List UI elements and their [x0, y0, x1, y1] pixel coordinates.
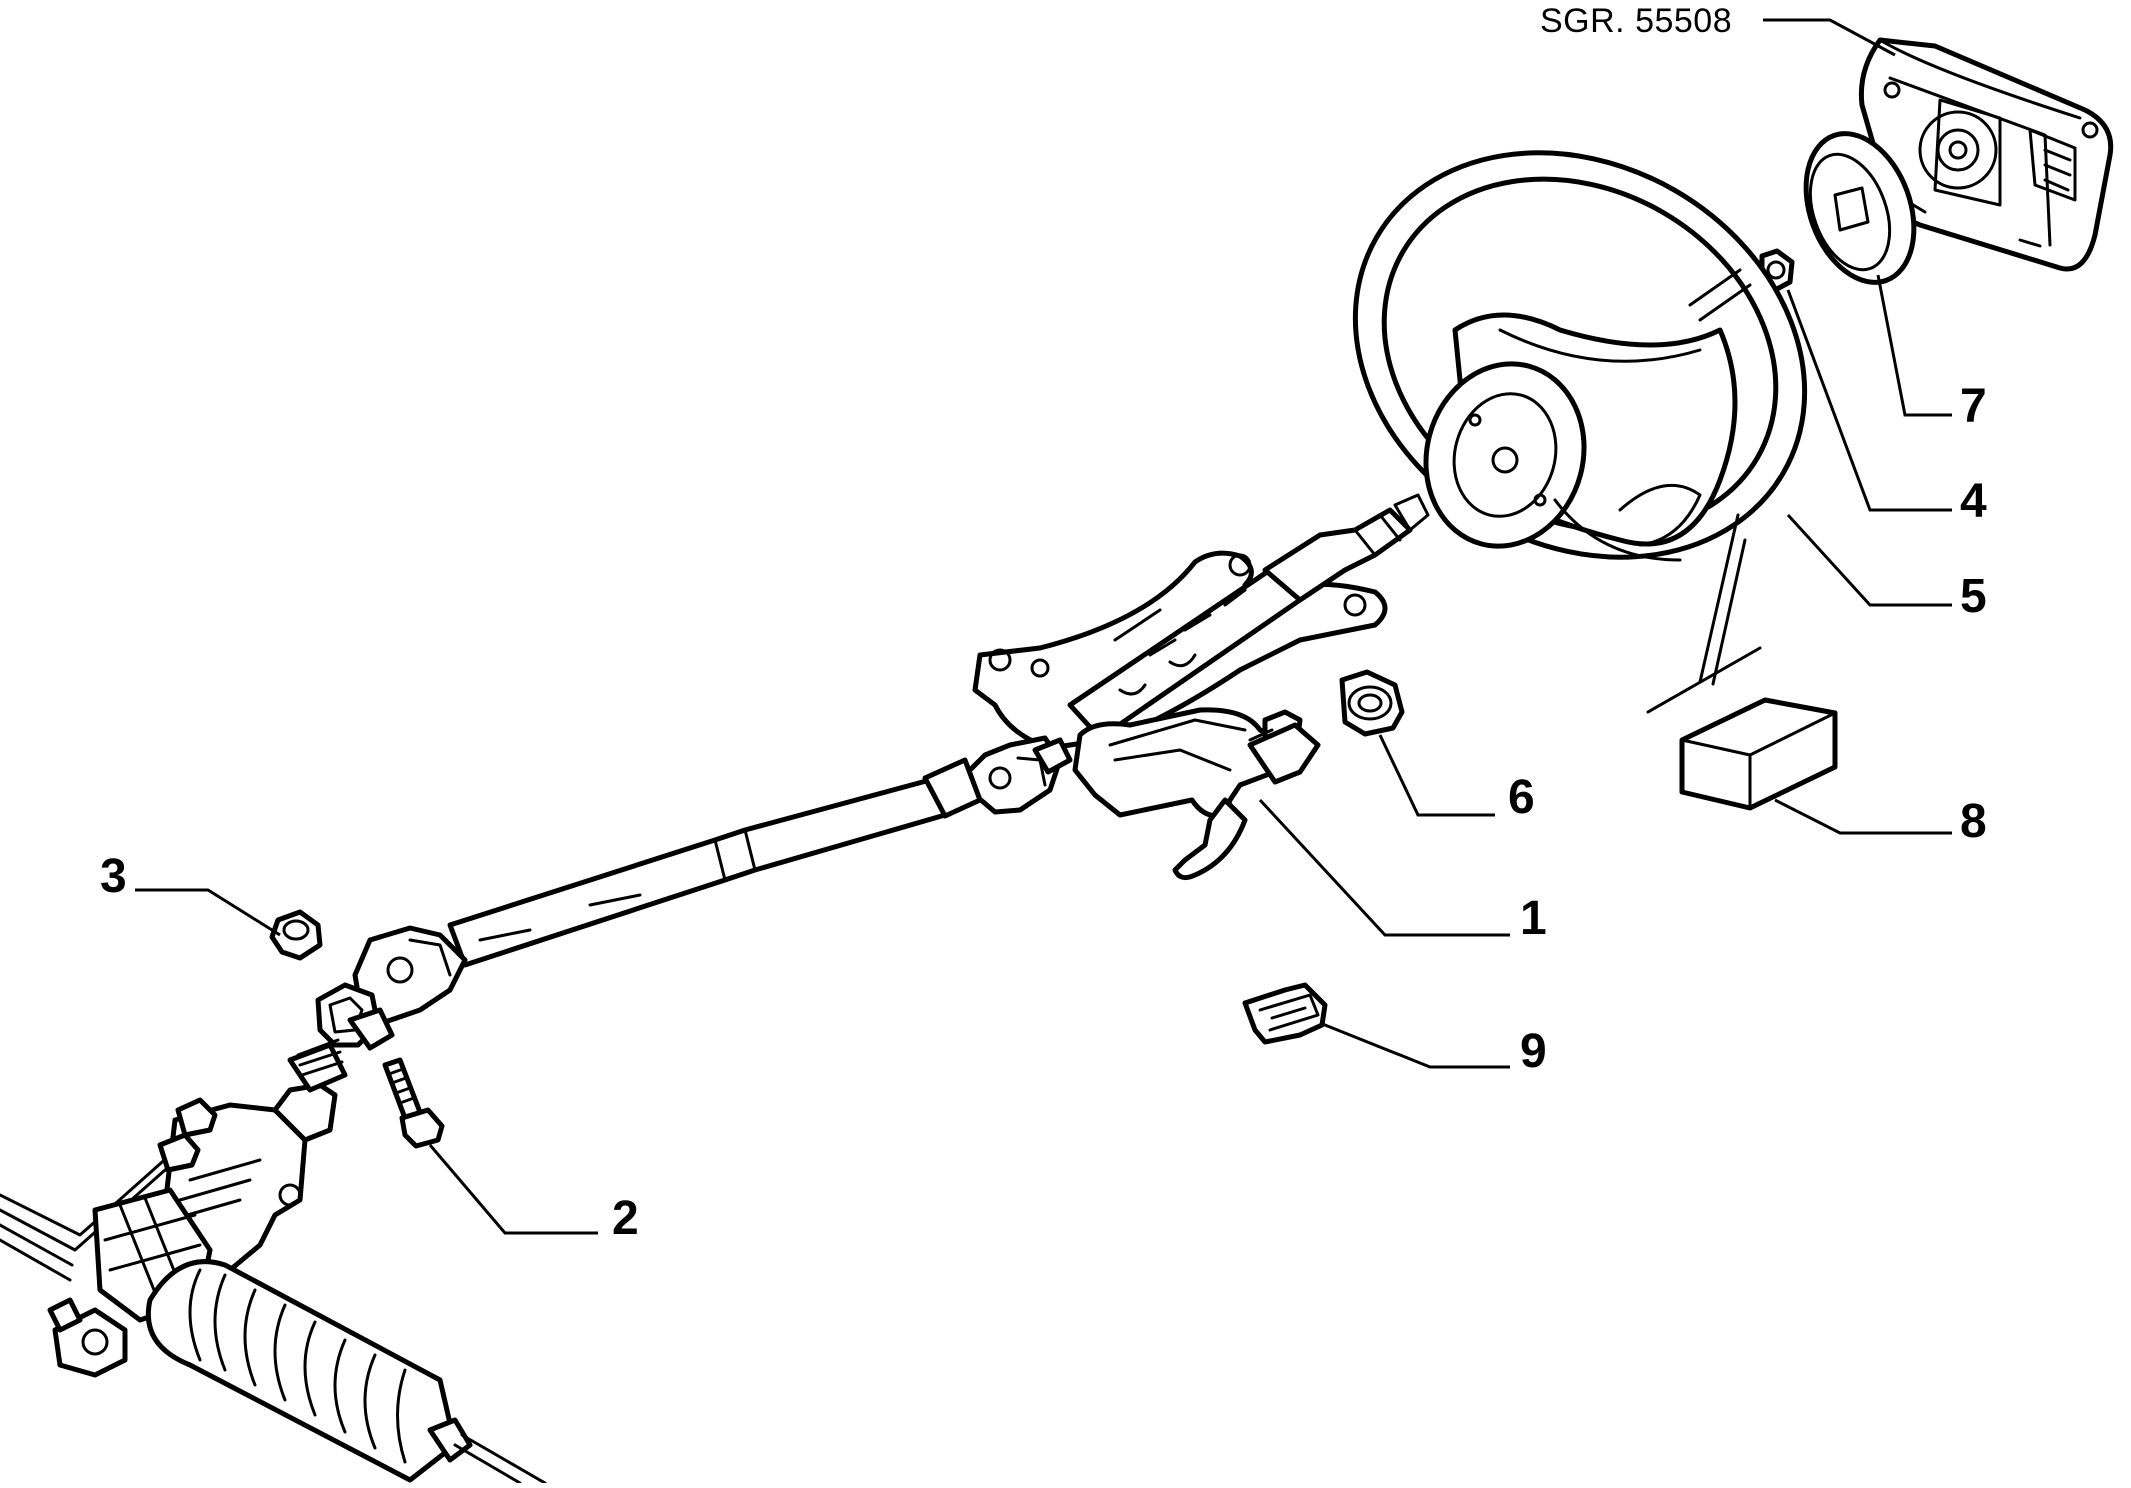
callout-label-5: 5	[1960, 570, 1987, 623]
part-7-cap	[1803, 131, 1917, 285]
callout-label-6: 6	[1508, 771, 1535, 824]
callout-label-7: 7	[1960, 380, 1987, 433]
leader-1	[1258, 798, 1510, 937]
callout-label-2: 2	[612, 1192, 639, 1245]
leader-5	[1786, 513, 1952, 607]
part-9-clip	[1242, 982, 1328, 1045]
leader-2	[428, 1144, 598, 1235]
callout-label-1: 1	[1520, 892, 1547, 945]
callout-label-9: 9	[1520, 1025, 1547, 1078]
part-6-nut	[1339, 669, 1405, 737]
steering-rack	[0, 1038, 547, 1485]
leader-8	[1774, 798, 1952, 835]
leader-3	[135, 888, 281, 937]
part-2-bolt	[382, 1057, 445, 1149]
airbag-module	[1858, 37, 2114, 272]
callout-label-8: 8	[1960, 795, 1987, 848]
leader-7	[1876, 274, 1952, 417]
leader-6	[1378, 734, 1495, 817]
part-1-steering-column	[315, 493, 1430, 1051]
leader-sgr	[1763, 18, 1896, 57]
part-5-steering-wheel	[1352, 150, 1808, 562]
callout-label-3: 3	[100, 850, 127, 903]
drawing-reference-number: SGR. 55508	[1540, 2, 1733, 40]
leader-4	[1786, 289, 1952, 512]
leader-lines	[135, 18, 1952, 1235]
callout-label-4: 4	[1960, 475, 1987, 528]
leader-9	[1319, 1021, 1510, 1069]
part-8-box	[1646, 513, 1838, 811]
part-3-nut	[269, 909, 323, 961]
